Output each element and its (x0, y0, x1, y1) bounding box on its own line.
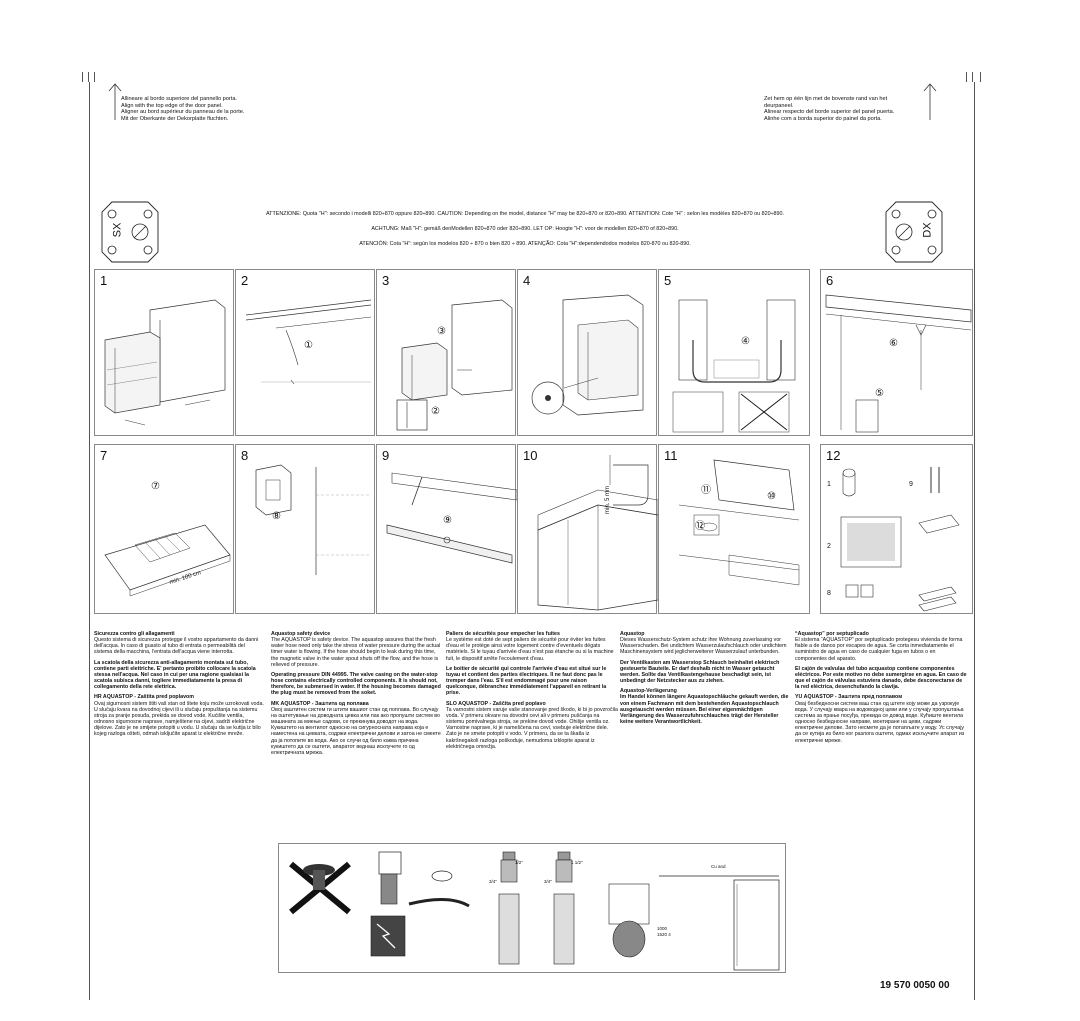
side-label-right: DX (921, 222, 934, 238)
column-heading: Aquastop safety device (271, 631, 331, 637)
fitting-label: 3/4" (489, 879, 497, 884)
column-heading: MK AQUASTOP - Заштита од поплава (271, 700, 369, 707)
column-text: Le système est doté de sept paliers de s… (446, 637, 614, 662)
warning-line-3: ATENCIÓN: Cota "H": según los modelos 82… (359, 241, 691, 247)
column-warning-text: Im Handel können längere Aquastopschläuc… (620, 694, 789, 726)
column-warning-text: Der Ventilkasten am Wasserstop Schlauch … (620, 659, 780, 685)
step-panel-9: 9 ⑨ (376, 444, 517, 614)
step-number: 12 (826, 448, 841, 463)
fitting-label: 1000 (657, 926, 668, 931)
side-label-left: SX (111, 222, 124, 238)
callout-3: ③ (437, 326, 446, 337)
column-text: Dieses Wasserschutz-System schutz ihre W… (620, 637, 787, 656)
column-heading: YU AQUASTOP - Заштита пред поплавом (795, 694, 903, 701)
column-heading: “Aquastop” por septuplicado (795, 631, 869, 637)
callout-6: ⑥ (889, 338, 898, 349)
part-label: 9 (909, 481, 913, 488)
step-panel-5: 5 ④ (658, 269, 810, 436)
callout-1: ① (304, 340, 313, 351)
column-warning-text: Operating pressure DIN 44995. The valve … (271, 671, 441, 697)
step-number: 10 (523, 448, 538, 463)
part-label: 1 (827, 481, 831, 488)
callout-4: ④ (741, 336, 750, 347)
callout-7: ⑦ (151, 481, 160, 492)
header-right-text: Zet hem op één lijn met de bovenste rand… (764, 96, 895, 122)
mounting-plate-right: DX (884, 200, 944, 264)
column-heading: HR AQUASTOP - Zaštita pred poplavom (94, 694, 194, 701)
column-warning-text: El cajón de valvulas del tubo acquastop … (795, 665, 967, 691)
step-panel-7: 7 ⑦ min. 100 cm (94, 444, 234, 614)
crop-mark (94, 72, 95, 82)
column-heading: Paliers de sécurités pour empecher les f… (446, 631, 560, 637)
step-panel-2: 2 ① (235, 269, 375, 436)
step-number: 4 (523, 273, 531, 288)
column-text: Questo sistema di sicurezza protegge il … (94, 637, 259, 656)
step-panel-6: 6 ⑥ ⑤ (820, 269, 973, 436)
step-number: 9 (382, 448, 390, 463)
fitting-label: Cu and (711, 864, 726, 869)
step-number: 1 (100, 273, 108, 288)
part-label: 8 (827, 590, 831, 597)
warning-line-2: ACHTUNG: Maß "H": gemäß denModellen 820÷… (371, 226, 679, 232)
step-number: 2 (241, 273, 249, 288)
part-label: 2 (827, 543, 831, 550)
fitting-label: 3/4" (544, 879, 552, 884)
step-number: 5 (664, 273, 672, 288)
text-column-fr-slo: Paliers de sécurités pour empecher les f… (446, 631, 618, 754)
column-text: Ovaj sigurnosni sistem štiti vaš stan od… (94, 700, 264, 738)
step-number: 11 (664, 448, 678, 463)
column-heading: Aquastop-Verlägerung (620, 688, 677, 695)
fitting-label: 1/2" (515, 860, 523, 865)
crop-mark (82, 72, 83, 82)
callout-10: ⑩ (767, 491, 776, 502)
column-warning-text: La scatola della sicurezza anti-allagame… (94, 659, 256, 691)
column-heading: Sicurezza contro gli allagamenti (94, 631, 175, 637)
crop-mark (972, 72, 973, 82)
step-panel-12: 12 1 9 2 8 (820, 444, 973, 614)
step-number: 6 (826, 273, 834, 288)
step-number: 7 (100, 448, 108, 463)
header-left-text: Allineare al bordo superiore del pannell… (121, 96, 245, 122)
warning-line-1: ATTENZIONE: Quota "H": secondo i modelli… (265, 211, 785, 217)
step-panel-3: 3 ③ ② (376, 269, 516, 436)
step-panel-10: 10 min. 5 mm (517, 444, 658, 614)
column-warning-text: Le boitier de sécurité qui controle l'ar… (446, 665, 607, 697)
column-heading: SLO AQUASTOP - Zaščita pred poplavo (446, 700, 546, 707)
callout-8: ⑧ (272, 511, 281, 522)
step-number: 8 (241, 448, 249, 463)
callout-9: ⑨ (443, 515, 452, 526)
fitting-label: 1520 4 (657, 932, 671, 937)
column-heading: Aquastop (620, 631, 645, 637)
step-panel-8: 8 ⑧ (235, 444, 375, 614)
step-panel-4: 4 (517, 269, 657, 436)
callout-11: ⑪ (701, 485, 711, 496)
crop-mark (980, 72, 981, 82)
mounting-plate-left: SX (100, 200, 160, 264)
step-number: 3 (382, 273, 390, 288)
column-text: El sistema “AQUASTOP” por septuplicado p… (795, 637, 963, 662)
crop-mark (966, 72, 967, 82)
min-gap-label: min. 5 mm (605, 485, 612, 515)
column-text: Овој заштитен систем ги штити вашиот ста… (271, 706, 441, 756)
aquastop-diagram: 1/2" 3/4" 1 1/2" 3/4" Cu and 1000 1520 4 (278, 843, 786, 973)
document-code: 19 570 0050 00 (880, 980, 950, 991)
page-frame (89, 82, 975, 1000)
align-arrow-icon (923, 83, 937, 120)
callout-2: ② (431, 406, 440, 417)
fitting-label: 1 1/2" (571, 860, 583, 865)
crop-mark (88, 72, 89, 82)
column-text: Ta varnostni sistem varuje vaše stanovan… (446, 706, 618, 750)
step-panel-1: 1 (94, 269, 234, 436)
callout-12: ⑫ (695, 521, 705, 532)
step-panel-11: 11 ⑪ ⑩ ⑫ (658, 444, 810, 614)
column-text: Овај безбедносни систем ваш стан од штет… (795, 700, 965, 744)
align-arrow-icon (108, 83, 122, 120)
column-text: The AQUASTOP is safety device. The aquas… (271, 637, 441, 668)
callout-5: ⑤ (875, 388, 884, 399)
